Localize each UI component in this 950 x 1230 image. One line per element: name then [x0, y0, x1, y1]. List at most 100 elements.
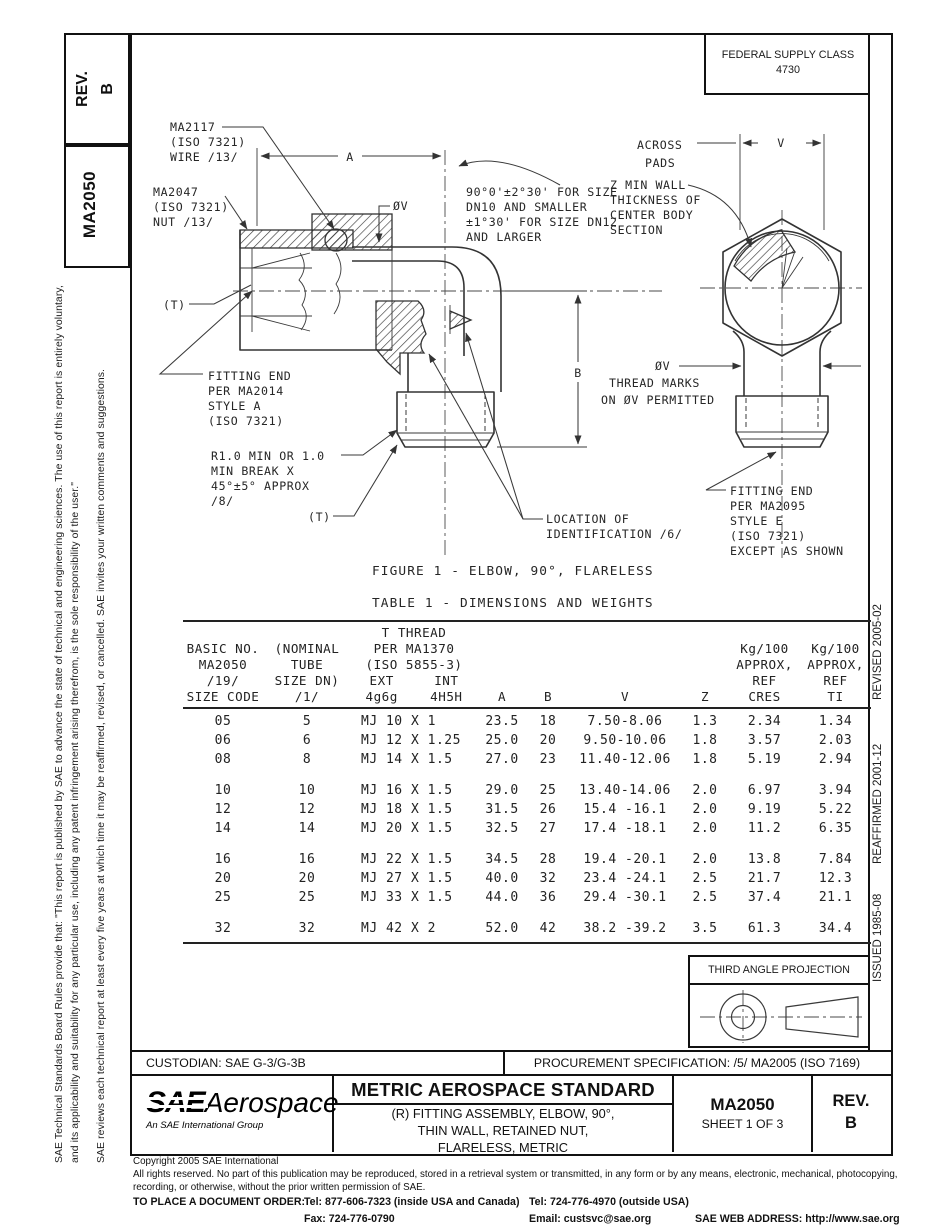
table-cell: 05: [214, 714, 232, 729]
logo-strike-line-2: [146, 1105, 208, 1108]
svg-text:DN10 AND SMALLER: DN10 AND SMALLER: [466, 200, 587, 214]
sae-aerospace-logo: SAEAerospace An SAE International Group: [146, 1086, 339, 1131]
order-fax: Fax: 724-776-0790: [304, 1213, 395, 1225]
title-underline: [334, 1103, 672, 1105]
table-cell: 44.0: [485, 890, 519, 905]
svg-text:PER MA2095: PER MA2095: [730, 499, 806, 513]
sae-aerospace-logo-text: SAEAerospace: [146, 1086, 339, 1120]
table-cell: 29.0: [485, 783, 519, 798]
table-header-b: B: [543, 689, 553, 704]
title-block-rev: REV. B: [813, 1090, 889, 1134]
table-cell: 11.2: [747, 821, 782, 836]
table-cell: 37.4: [747, 890, 782, 905]
svg-text:SECTION: SECTION: [610, 223, 663, 237]
svg-text:(ISO 7321): (ISO 7321): [208, 414, 284, 428]
procurement-text: PROCUREMENT SPECIFICATION: /5/ MA2005 (I…: [533, 1056, 861, 1070]
copyright-block: Copyright 2005 SAE International All rig…: [133, 1155, 903, 1225]
table-cell: 21.1: [818, 890, 853, 905]
table-header-z: Z: [700, 689, 710, 704]
table-cell: 2.0: [692, 852, 718, 867]
table-cell: MJ 14 X 1.5: [361, 752, 453, 767]
logo-sae-text: SAE: [146, 1086, 206, 1119]
table-header-size-code: BASIC NO. MA2050 /19/ SIZE CODE: [186, 641, 260, 704]
table-cell: 20: [539, 733, 557, 748]
table-cell: MJ 16 X 1.5: [361, 783, 453, 798]
title-block-rev-value: B: [845, 1114, 857, 1132]
logo-tagline: An SAE International Group: [146, 1120, 264, 1131]
doc-number-box: [64, 145, 130, 268]
table-cell: 34.4: [818, 921, 853, 936]
table-cell: 20: [214, 871, 232, 886]
table-cell: MJ 22 X 1.5: [361, 852, 453, 867]
standard-type-title: METRIC AEROSPACE STANDARD: [351, 1079, 655, 1100]
sheet-number: SHEET 1 OF 3: [701, 1117, 784, 1131]
table-cell: 19.4 -20.1: [583, 852, 667, 867]
table-cell: 3.57: [747, 733, 782, 748]
table-cell: 26: [539, 802, 557, 817]
svg-text:/8/: /8/: [211, 494, 234, 508]
table-cell: 2.5: [692, 890, 718, 905]
svg-text:THICKNESS OF: THICKNESS OF: [610, 193, 701, 207]
order-tel-inside: Tel: 877-606-7323 (inside USA and Canada…: [304, 1196, 520, 1208]
table-cell: 16: [298, 852, 316, 867]
table-cell: 25.0: [485, 733, 519, 748]
table-cell: 3.94: [818, 783, 853, 798]
table-cell: 25: [539, 783, 557, 798]
table-group-gap: [183, 907, 871, 919]
table-cell: 25: [298, 890, 316, 905]
dim-b-label: B: [574, 366, 582, 380]
svg-text:ON ØV PERMITTED: ON ØV PERMITTED: [601, 393, 715, 407]
table-cell: 36: [539, 890, 557, 905]
label-fitting-end-a: FITTING END: [208, 369, 291, 383]
table-cell: 29.4 -30.1: [583, 890, 667, 905]
table-cell: 9.19: [747, 802, 782, 817]
table-cell: 11.40-12.06: [579, 752, 671, 767]
table-cell: 42: [539, 921, 557, 936]
table-cell: 2.94: [818, 752, 853, 767]
table-cell: 61.3: [747, 921, 782, 936]
table-cell: 32: [298, 921, 316, 936]
drawing-labels: MA2117 (ISO 7321) WIRE /13/ MA2047 (ISO …: [153, 120, 843, 611]
dim-v-label: V: [777, 136, 785, 150]
table-cell: MJ 27 X 1.5: [361, 871, 453, 886]
table-cell: 3.5: [692, 921, 718, 936]
label-thread-marks: ØV: [655, 359, 670, 373]
table-cell: 1.8: [692, 733, 718, 748]
custodian-text: CUSTODIAN: SAE G-3/G-3B: [146, 1056, 306, 1070]
table-cell: MJ 18 X 1.5: [361, 802, 453, 817]
title-block-divider-2: [672, 1076, 674, 1152]
title-block-divider-3: [811, 1076, 813, 1152]
table-cell: 8: [302, 752, 312, 767]
table-cell: 5.19: [747, 752, 782, 767]
table-cell: 27.0: [485, 752, 519, 767]
table-cell: 08: [214, 752, 232, 767]
order-email: Email: custsvc@sae.org: [529, 1213, 652, 1225]
table-cell: 14: [298, 821, 316, 836]
table-group-gap: [183, 769, 871, 781]
title-block-divider-1: [332, 1076, 334, 1152]
copyright-line: Copyright 2005 SAE International: [133, 1156, 279, 1167]
table-cell: 6.35: [818, 821, 853, 836]
table-cell: 14: [214, 821, 232, 836]
logo-strike-line-1: [146, 1097, 208, 1100]
table-cell: 2.0: [692, 821, 718, 836]
document-title: (R) FITTING ASSEMBLY, ELBOW, 90°, THIN W…: [391, 1106, 615, 1155]
table-cell: 06: [214, 733, 232, 748]
table-cell: MJ 12 X 1.25: [361, 733, 461, 748]
third-angle-projection-label: THIRD ANGLE PROJECTION: [690, 957, 868, 985]
table-cell: 27: [539, 821, 557, 836]
table-cell: 13.8: [747, 852, 782, 867]
table-header-v: V: [620, 689, 630, 704]
custodian-row: [130, 1050, 891, 1076]
table-cell: 2.0: [692, 802, 718, 817]
table-cell: 2.5: [692, 871, 718, 886]
svg-text:PER MA2014: PER MA2014: [208, 384, 284, 398]
table-cell: 17.4 -18.1: [583, 821, 667, 836]
dimension-table-header: BASIC NO. MA2050 /19/ SIZE CODE (NOMINAL…: [183, 622, 871, 709]
leader-lines: [158, 126, 777, 520]
